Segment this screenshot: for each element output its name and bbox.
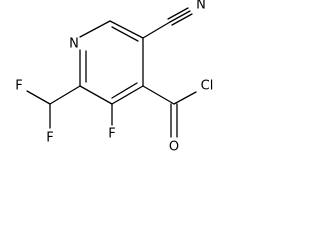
triple-bond-3 [171,13,193,26]
chemical-structure: N N F F F Cl O [15,0,214,155]
atom-fluorine-ring: F [108,127,115,142]
bond-c6-c5-inner [111,26,139,42]
bond-c2-chf2 [49,85,81,105]
atom-nitrile-nitrogen: N [196,0,206,13]
bond-c4-carbonyl [142,85,175,105]
bond-n1-c6 [79,20,111,38]
bond-carbonyl-cl [173,91,197,105]
bond-c5-cn [142,21,171,39]
structure-canvas: N N F F F Cl O [0,0,226,158]
atom-ring-nitrogen: N [69,37,79,52]
pyridine-ring [79,20,144,105]
nitrile-group [142,7,193,39]
difluoromethyl-group [26,85,81,129]
bond-c3-c2 [79,85,113,105]
atom-chlorine: Cl [201,79,214,94]
acyl-chloride-group [142,85,197,138]
bond-c4-c3-inner [111,82,138,99]
atom-fluorine-left: F [46,131,53,146]
triple-bond-1 [169,10,191,23]
bond-c4-c3 [111,85,144,105]
triple-bond-2 [167,7,189,20]
bond-c6-c5 [109,20,144,39]
atom-oxygen: O [169,140,179,155]
bond-chf2-ftop [26,90,51,105]
atom-fluorine-top: F [15,79,22,94]
